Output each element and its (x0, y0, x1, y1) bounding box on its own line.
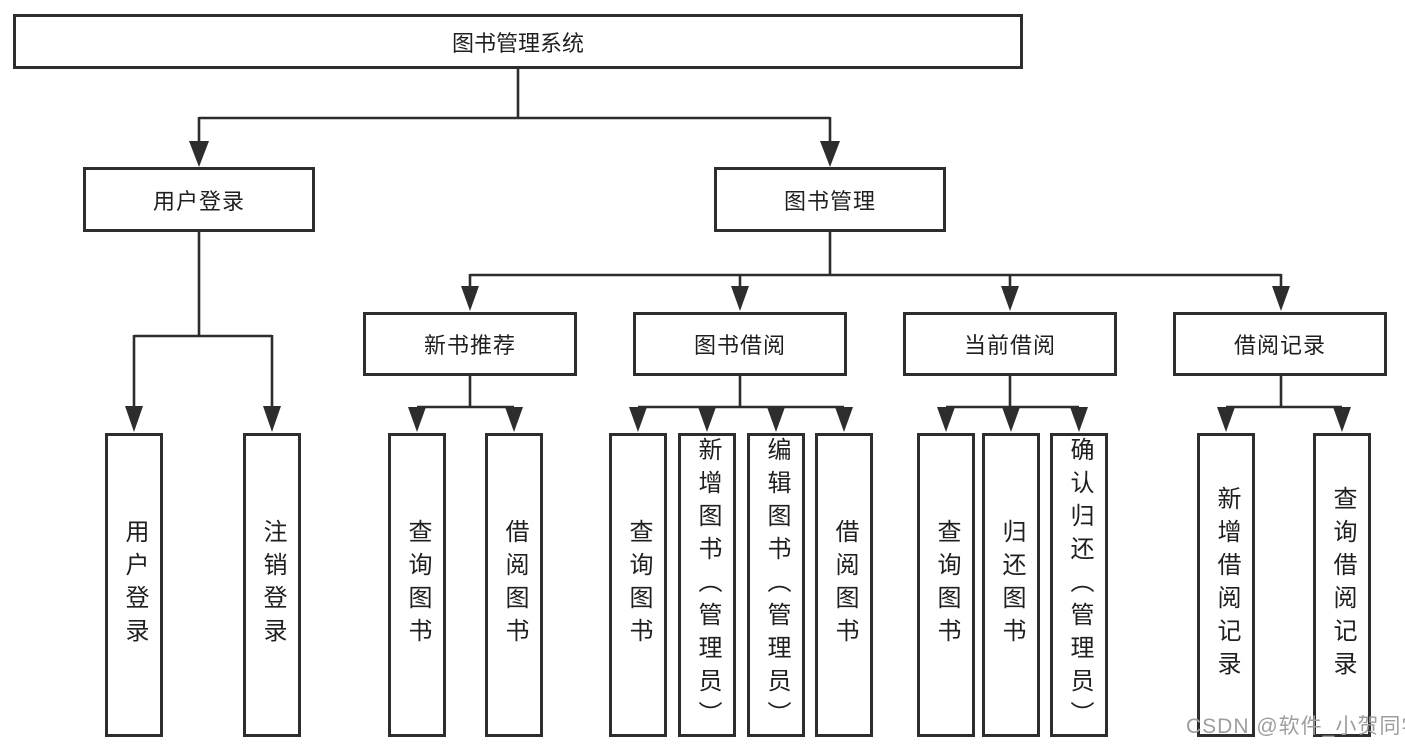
node-book-borrowing: 图书借阅 (633, 312, 847, 376)
leaf-user-login-label: 用户登录 (121, 519, 148, 651)
leaf-confirm-return-admin-label: 确认归还（管理员） (1066, 436, 1093, 734)
leaf-borrow-query-books-label: 查询图书 (625, 519, 652, 651)
node-user-login: 用户登录 (83, 167, 315, 232)
leaf-user-login: 用户登录 (105, 433, 163, 737)
leaf-return-books: 归还图书 (982, 433, 1040, 737)
leaf-edit-book-admin: 编辑图书（管理员） (747, 433, 805, 737)
node-current-borrowing-label: 当前借阅 (963, 333, 1056, 358)
node-new-book-recommendation-label: 新书推荐 (423, 333, 516, 358)
node-new-book-recommendation: 新书推荐 (363, 312, 577, 376)
leaf-borrow-query-books: 查询图书 (609, 433, 667, 737)
leaf-query-borrow-record: 查询借阅记录 (1313, 433, 1371, 737)
node-borrowing-records-label: 借阅记录 (1233, 333, 1326, 358)
node-book-management-label: 图书管理 (783, 188, 876, 214)
node-user-login-label: 用户登录 (152, 188, 245, 214)
leaf-return-books-label: 归还图书 (998, 519, 1025, 651)
leaf-current-query-books-label: 查询图书 (933, 519, 960, 651)
leaf-borrow-books-label: 借阅图书 (831, 519, 858, 651)
node-library-management-system-label: 图书管理系统 (451, 30, 584, 56)
node-book-borrowing-label: 图书借阅 (693, 333, 786, 358)
leaf-current-query-books: 查询图书 (917, 433, 975, 737)
leaf-recommend-query-books: 查询图书 (388, 433, 446, 737)
leaf-recommend-query-books-label: 查询图书 (404, 519, 431, 651)
leaf-confirm-return-admin: 确认归还（管理员） (1050, 433, 1108, 737)
leaf-edit-book-admin-label: 编辑图书（管理员） (763, 436, 790, 734)
leaf-recommend-borrow-books-label: 借阅图书 (501, 519, 528, 651)
leaf-logout-label: 注销登录 (259, 519, 286, 651)
leaf-borrow-books: 借阅图书 (815, 433, 873, 737)
node-current-borrowing: 当前借阅 (903, 312, 1117, 376)
leaf-add-book-admin-label: 新增图书（管理员） (694, 436, 721, 734)
leaf-add-borrow-record: 新增借阅记录 (1197, 433, 1255, 737)
leaf-recommend-borrow-books: 借阅图书 (485, 433, 543, 737)
node-borrowing-records: 借阅记录 (1173, 312, 1387, 376)
leaf-logout: 注销登录 (243, 433, 301, 737)
node-library-management-system: 图书管理系统 (13, 14, 1023, 69)
leaf-add-book-admin: 新增图书（管理员） (678, 433, 736, 737)
leaf-add-borrow-record-label: 新增借阅记录 (1213, 486, 1240, 684)
leaf-query-borrow-record-label: 查询借阅记录 (1329, 486, 1356, 684)
node-book-management: 图书管理 (714, 167, 946, 232)
